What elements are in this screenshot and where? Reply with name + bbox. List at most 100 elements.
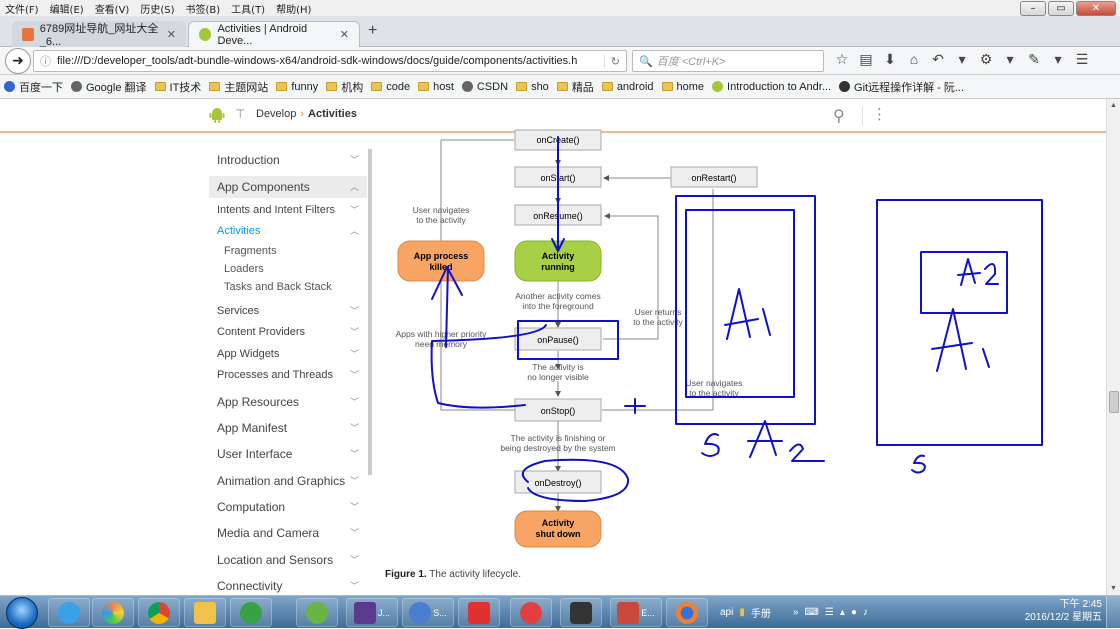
download-icon[interactable]: ⬇	[884, 51, 896, 67]
globe-icon[interactable]	[230, 598, 272, 627]
tab-activities[interactable]: Activities | Android Deve... ✕	[188, 21, 360, 47]
app-tray-icon[interactable]: ●	[850, 607, 857, 618]
chevron-down-icon[interactable]: ▾	[1006, 51, 1014, 67]
maximize-button[interactable]: ▭	[1048, 1, 1074, 16]
chevron-down-icon[interactable]: ﹀	[349, 581, 359, 591]
more-icon[interactable]: ⋮	[872, 106, 887, 123]
close-tab-icon[interactable]: ✕	[166, 28, 176, 41]
scroll-up-icon[interactable]: ▲	[1110, 102, 1117, 109]
sidebar-item-connectivity[interactable]: Connectivity﹀	[209, 575, 367, 597]
chevron-down-icon[interactable]: ﹀	[349, 502, 359, 512]
home-icon[interactable]: ⌂	[909, 51, 919, 67]
menu-history[interactable]: 历史(S)	[140, 4, 175, 16]
menu-help[interactable]: 帮助(H)	[276, 4, 312, 16]
tray-arrow-icon[interactable]: ▴	[839, 607, 845, 618]
chevron-down-icon[interactable]: ﹀	[349, 528, 359, 538]
bookmark-item[interactable]: 精品	[553, 79, 598, 95]
menu-bookmarks[interactable]: 书签(B)	[185, 4, 221, 16]
reading-list-icon[interactable]: ▤	[859, 51, 873, 67]
bookmark-item[interactable]: 百度一下	[0, 79, 67, 95]
tray-folder-label[interactable]: 手册	[750, 609, 771, 620]
keyboard-icon[interactable]: ⌨	[804, 607, 819, 618]
menu-file[interactable]: 文件(F)	[5, 4, 39, 16]
sidebar-item-app-manifest[interactable]: App Manifest﹀	[209, 417, 367, 439]
tray-text[interactable]: api	[720, 607, 734, 618]
clock[interactable]: 下午 2:45 2016/12/2 星期五	[1020, 598, 1102, 624]
volume-icon[interactable]: ♪	[862, 607, 868, 618]
bookmark-item[interactable]: 机构	[322, 79, 367, 95]
close-window-button[interactable]: ✕	[1076, 1, 1116, 16]
chevron-up-icon[interactable]: ︿	[349, 182, 359, 192]
eclipse-java-task[interactable]: J...	[346, 598, 398, 627]
sidebar-item-location-and-sensors[interactable]: Location and Sensors﹀	[209, 549, 367, 571]
close-tab-icon[interactable]: ✕	[339, 29, 349, 41]
android-logo-icon[interactable]	[209, 107, 225, 123]
chevron-down-icon[interactable]: ﹀	[349, 155, 359, 165]
tray-folder-icon[interactable]: ▮	[739, 607, 745, 618]
page-scrollbar[interactable]: ▲ ▼	[1106, 99, 1120, 595]
chevron-down-icon[interactable]: ▾	[1054, 51, 1062, 67]
firefox-icon[interactable]	[666, 598, 708, 627]
extension-icon[interactable]: ✎	[1028, 51, 1040, 67]
chevron-down-icon[interactable]: ﹀	[349, 349, 359, 359]
undo-icon[interactable]: ↶	[932, 51, 944, 67]
bookmark-item[interactable]: home	[658, 81, 709, 93]
chevron-up-icon[interactable]: ︿	[349, 226, 359, 236]
menu-tools[interactable]: 工具(T)	[231, 4, 266, 16]
chevron-down-icon[interactable]: ﹀	[349, 306, 359, 316]
sidebar-item-processes-and-threads[interactable]: Processes and Threads﹀	[209, 364, 367, 386]
qq-icon[interactable]	[48, 598, 90, 627]
photos-icon[interactable]	[92, 598, 134, 627]
menu-view[interactable]: 查看(V)	[94, 4, 130, 16]
chevron-down-icon[interactable]: ﹀	[349, 327, 359, 337]
s-task[interactable]: S...	[402, 598, 454, 627]
camera-icon[interactable]	[560, 598, 602, 627]
chrome-icon[interactable]	[138, 598, 180, 627]
chevron-down-icon[interactable]: ﹀	[349, 476, 359, 486]
chevron-down-icon[interactable]: ﹀	[349, 449, 359, 459]
folder-icon[interactable]	[184, 598, 226, 627]
sidebar-item-content-providers[interactable]: Content Providers﹀	[209, 321, 367, 343]
addon-icon[interactable]: ⚙	[979, 51, 993, 67]
tab-nav-site[interactable]: 6789网址导航_网址大全_6... ✕	[12, 21, 186, 48]
sidebar-item-loaders[interactable]: Loaders	[209, 258, 367, 280]
sidebar-item-fragments[interactable]: Fragments	[209, 240, 367, 262]
new-tab-button[interactable]: +	[368, 22, 378, 39]
bookmark-item[interactable]: Introduction to Andr...	[708, 81, 835, 93]
sidebar-item-introduction[interactable]: Introduction﹀	[209, 149, 367, 171]
m-app-icon[interactable]	[458, 598, 500, 627]
search-input[interactable]: 🔍 百度 <Ctrl+K>	[632, 50, 824, 72]
scroll-down-icon[interactable]: ▼	[1110, 585, 1117, 592]
sidebar-scrollbar[interactable]	[368, 149, 372, 475]
bug-icon[interactable]	[510, 598, 552, 627]
start-button[interactable]	[6, 597, 38, 629]
sidebar-item-app-resources[interactable]: App Resources﹀	[209, 391, 367, 413]
bookmark-item[interactable]: funny	[272, 81, 322, 93]
chevron-down-icon[interactable]: ﹀	[349, 423, 359, 433]
bookmark-item[interactable]: android	[598, 81, 658, 93]
chevron-down-icon[interactable]: ﹀	[349, 397, 359, 407]
bookmark-item[interactable]: sho	[512, 81, 553, 93]
chevron-down-icon[interactable]: ﹀	[349, 370, 359, 380]
chevron-down-icon[interactable]: ﹀	[349, 555, 359, 565]
nav-toggle-icon[interactable]: ⊤	[235, 107, 246, 121]
sidebar-item-activities[interactable]: Activities︿	[209, 220, 367, 242]
sidebar-item-app-widgets[interactable]: App Widgets﹀	[209, 343, 367, 365]
e-task[interactable]: E...	[610, 598, 662, 627]
menu-icon[interactable]: ☰	[1075, 51, 1089, 67]
sidebar-item-tasks-and-back-stack[interactable]: Tasks and Back Stack	[209, 276, 367, 298]
sidebar-item-intents-and-intent-filters[interactable]: Intents and Intent Filters﹀	[209, 199, 367, 221]
sidebar-item-app-components[interactable]: App Components︿	[209, 176, 367, 198]
menu-edit[interactable]: 编辑(E)	[49, 4, 84, 16]
reload-icon[interactable]: ↻	[603, 54, 626, 68]
sidebar-item-services[interactable]: Services﹀	[209, 300, 367, 322]
minimize-button[interactable]: –	[1020, 1, 1046, 16]
star-icon[interactable]: ☆	[835, 51, 849, 67]
chevron-down-icon[interactable]: ▾	[958, 51, 966, 67]
breadcrumb-develop[interactable]: Develop	[256, 108, 297, 120]
bookmark-item[interactable]: Google 翻译	[67, 79, 151, 95]
tray-expand-icon[interactable]: »	[792, 607, 799, 618]
bookmark-item[interactable]: IT技术	[151, 79, 206, 95]
url-bar[interactable]: ⓘ file:///D:/developer_tools/adt-bundle-…	[33, 50, 627, 72]
bookmark-item[interactable]: CSDN	[458, 81, 512, 93]
